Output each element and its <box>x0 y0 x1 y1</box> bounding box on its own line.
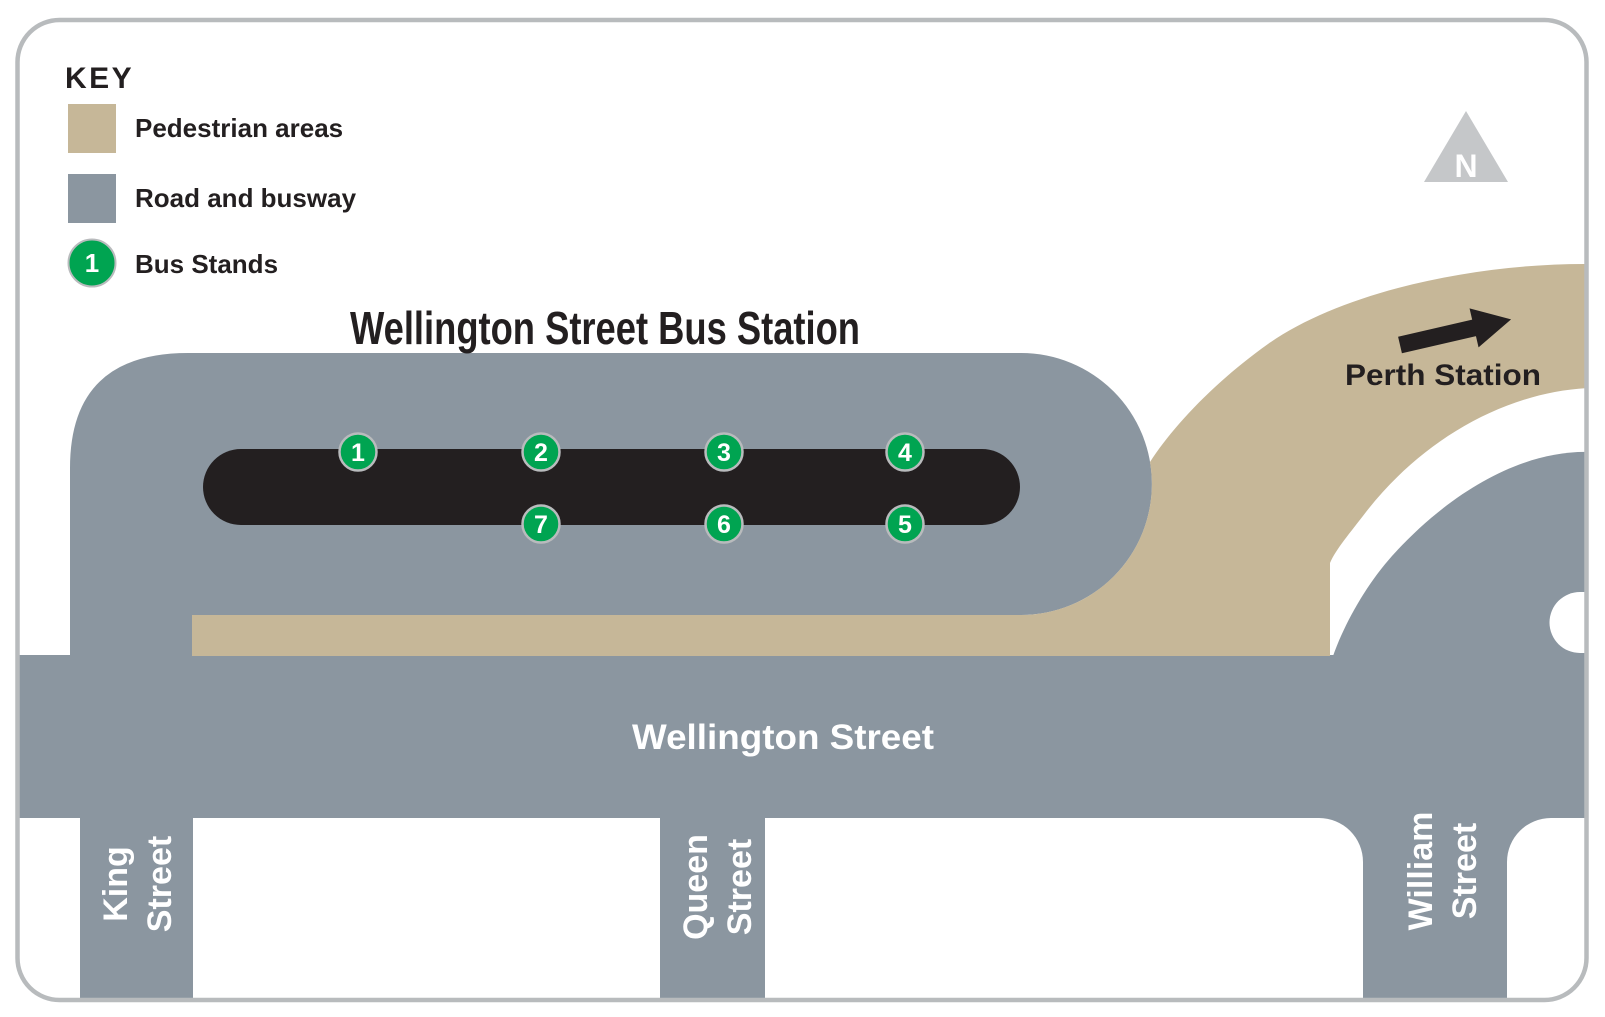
legend-title: KEY <box>65 62 134 95</box>
station-title: Wellington Street Bus Station <box>350 302 860 354</box>
king-street-road <box>80 818 193 1000</box>
bus-stand-1 <box>338 432 378 472</box>
bus-stand-6 <box>704 504 744 544</box>
william-street-road <box>1363 818 1507 1000</box>
pedestrian-area-shape <box>192 263 1587 656</box>
bus-stand-5-number: 5 <box>898 511 912 539</box>
bus-stand-1-number: 1 <box>351 439 365 467</box>
perth-station-label: Perth Station <box>1345 359 1541 392</box>
bus-stands-group <box>338 432 925 544</box>
traffic-island <box>1549 592 1587 653</box>
william-street-fillet-left <box>1319 818 1363 862</box>
king-street-line2: Street <box>141 836 179 932</box>
king-street-line1: King <box>97 846 135 922</box>
north-indicator: N <box>1424 111 1508 184</box>
perth-station-arrow <box>1398 308 1512 354</box>
legend: KEY Pedestrian areas Road and busway 1 B… <box>65 62 357 288</box>
queen-street-road <box>660 818 765 1000</box>
bus-stand-7 <box>521 504 561 544</box>
william-street-label: William Street <box>1402 812 1484 931</box>
north-letter: N <box>1454 148 1477 184</box>
wellington-street-label: Wellington Street <box>632 718 934 757</box>
legend-label-road: Road and busway <box>135 183 357 213</box>
merging-road-shape <box>1333 451 1587 656</box>
bus-stand-numbers: 1 2 3 4 5 6 7 <box>351 439 912 539</box>
william-street-line1: William <box>1402 812 1440 931</box>
bus-stand-3-number: 3 <box>717 439 731 467</box>
king-street-label: King Street <box>97 836 179 932</box>
bus-stand-5 <box>885 504 925 544</box>
bus-stand-2-number: 2 <box>534 439 548 467</box>
queen-street-label: Queen Street <box>677 834 759 940</box>
road-swatch-icon <box>68 174 116 223</box>
map-border <box>15 17 1589 1003</box>
bus-stand-4-number: 4 <box>898 439 912 467</box>
william-street-fillet-right <box>1507 818 1551 862</box>
bus-stand-4 <box>885 432 925 472</box>
bus-stand-2 <box>521 432 561 472</box>
william-street-line2: Street <box>1446 823 1484 919</box>
wellington-street-road <box>17 655 1587 818</box>
bus-stand-3 <box>704 432 744 472</box>
station-platform <box>203 449 1020 525</box>
legend-label-pedestrian: Pedestrian areas <box>135 113 343 143</box>
queen-street-line2: Street <box>721 839 759 935</box>
bus-stand-swatch-icon <box>67 238 117 288</box>
legend-label-bus-stands: Bus Stands <box>135 249 278 279</box>
bus-stand-7-number: 7 <box>534 511 548 539</box>
bus-stand-6-number: 6 <box>717 511 731 539</box>
north-triangle-icon <box>1424 111 1508 182</box>
queen-street-line1: Queen <box>677 834 715 940</box>
pedestrian-swatch-icon <box>68 104 116 153</box>
legend-marker-number: 1 <box>85 248 99 278</box>
